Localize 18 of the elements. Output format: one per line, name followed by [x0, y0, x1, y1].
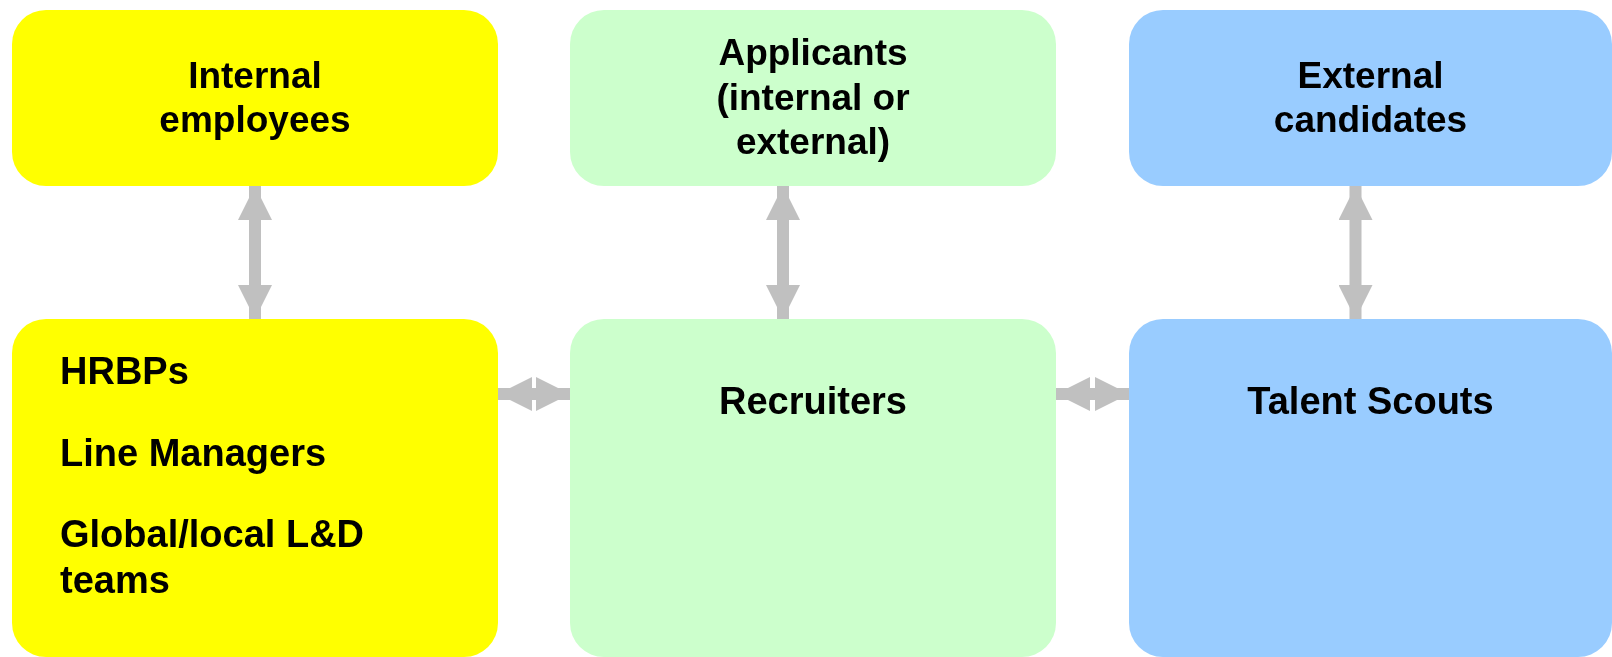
double-arrow	[238, 186, 272, 319]
rounded-box	[1129, 10, 1612, 186]
box-label: Line Managers	[60, 430, 328, 476]
box-label: Global/local L&D teams	[60, 512, 366, 603]
double-arrow	[498, 377, 570, 411]
box-label: Applicants (internal or external)	[715, 31, 911, 165]
box-label: Recruiters	[718, 379, 908, 424]
rounded-box	[1129, 319, 1612, 657]
double-arrow	[766, 186, 800, 319]
rounded-box	[12, 10, 498, 186]
rounded-box	[12, 319, 498, 657]
box-label: Internal employees	[158, 53, 352, 142]
box-label: External candidates	[1272, 53, 1469, 142]
rounded-box	[570, 10, 1056, 186]
double-arrow	[1338, 186, 1373, 319]
rounded-box	[570, 319, 1056, 657]
box-label: Talent Scouts	[1246, 379, 1495, 424]
box-label: HRBPs	[60, 349, 190, 394]
